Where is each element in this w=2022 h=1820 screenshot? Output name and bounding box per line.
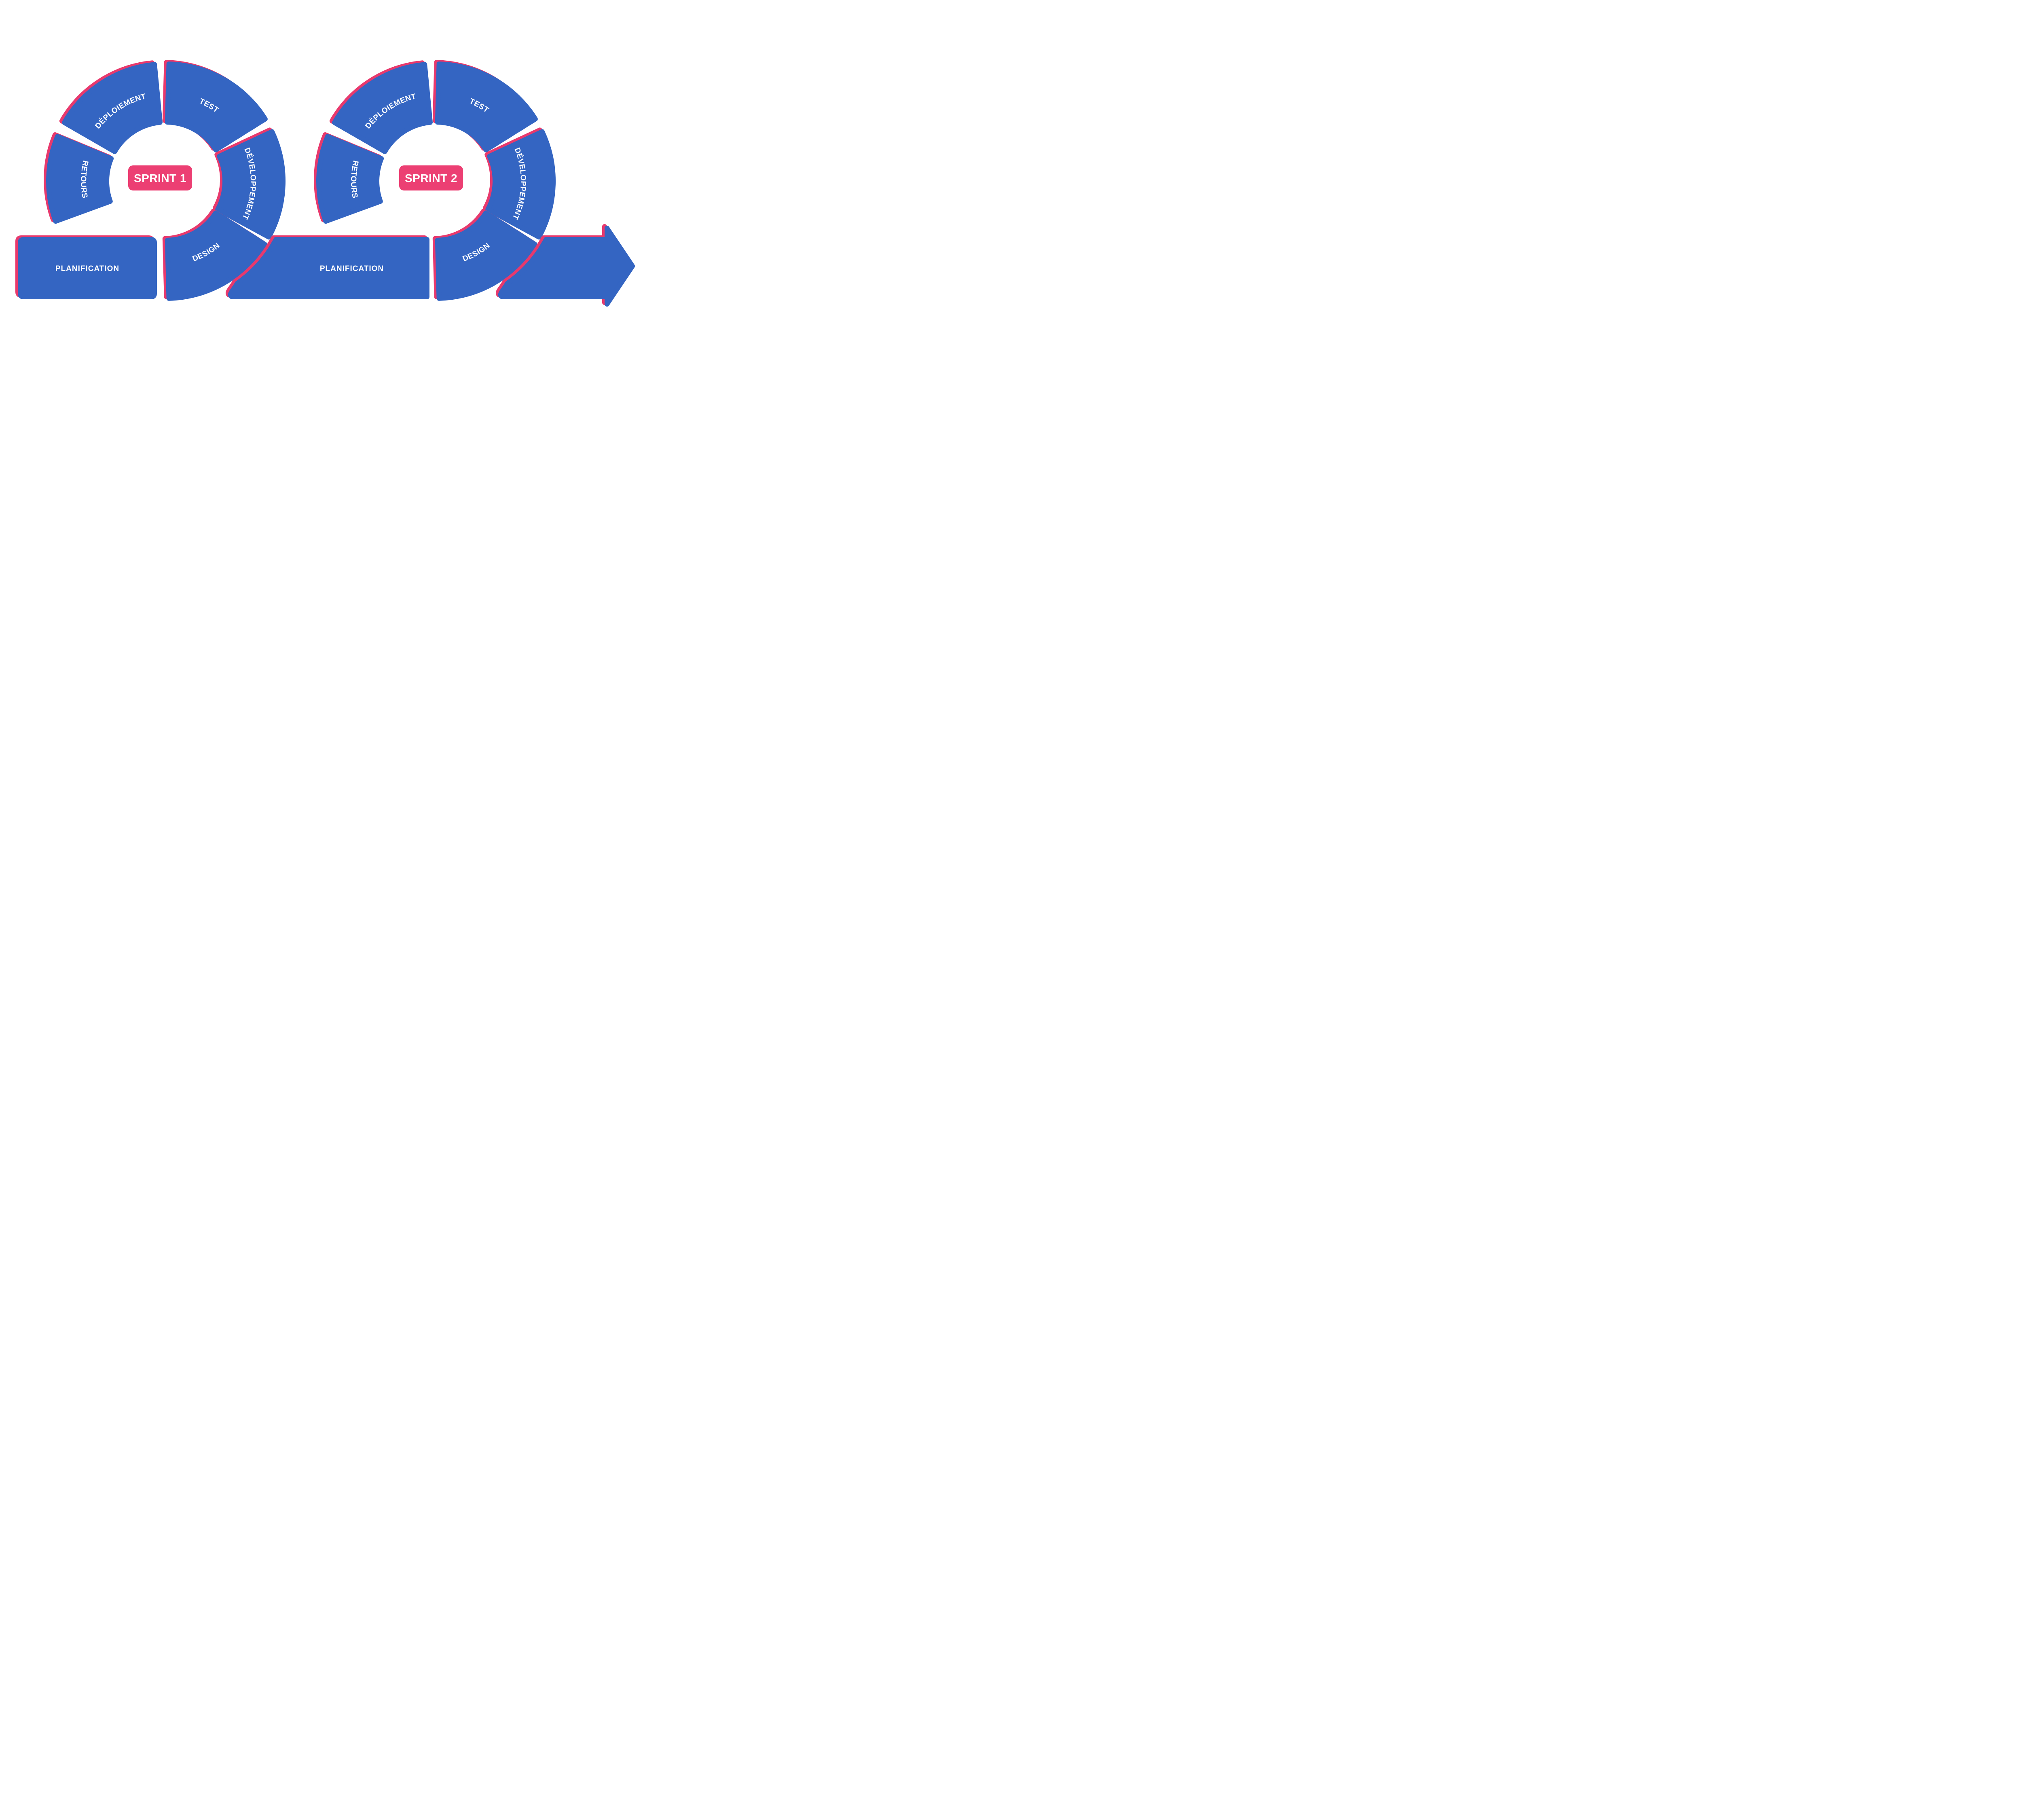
segment-deploiement-sprint-2: DÉPLOIEMENT [329,60,433,154]
segment-shape-test-sprint-2 [435,61,538,152]
segment-shape-deploiement-sprint-2 [332,62,433,154]
segment-shape-test-sprint-1 [165,61,268,152]
segment-developpement-sprint-2: DÉVELOPPEMENT [483,127,556,240]
segment-test-sprint-1: TEST [162,60,268,152]
planification-label-sprint-1: PLANIFICATION [55,265,119,273]
planification-band-sprint-2 [228,237,429,299]
segment-design-sprint-2: DESIGN [432,209,537,301]
segment-test-sprint-2: TEST [432,60,538,152]
segment-deploiement-sprint-1: DÉPLOIEMENT [59,60,163,154]
segment-retours-sprint-2: RETOURS [314,132,384,224]
planification-label-sprint-2: PLANIFICATION [320,265,384,273]
segment-shape-retours-sprint-1 [46,134,114,224]
segment-shape-developpement-sprint-1 [215,129,286,240]
segment-design-sprint-1: DESIGN [162,209,267,301]
flow-arrow [498,226,635,307]
badge-label-sprint-1: SPRINT 1 [134,172,186,184]
segment-shape-retours-sprint-2 [316,134,384,224]
flow-arrow-group [495,224,635,307]
planification-band-sprint-1 [18,237,157,299]
badge-sprint-1 [128,165,192,190]
segment-retours-sprint-1: RETOURS [44,132,114,224]
segment-shape-deploiement-sprint-1 [61,62,163,154]
badge-sprint-2 [399,165,463,190]
segment-shape-design-sprint-1 [165,210,267,301]
badge-label-sprint-2: SPRINT 2 [405,172,457,184]
segment-shape-design-sprint-2 [435,210,537,301]
sprint-loop-canvas: DÉPLOIEMENTTESTDÉVELOPPEMENTDESIGNRETOUR… [15,60,635,307]
segment-shape-developpement-sprint-2 [485,129,556,240]
segment-developpement-sprint-1: DÉVELOPPEMENT [213,127,286,240]
